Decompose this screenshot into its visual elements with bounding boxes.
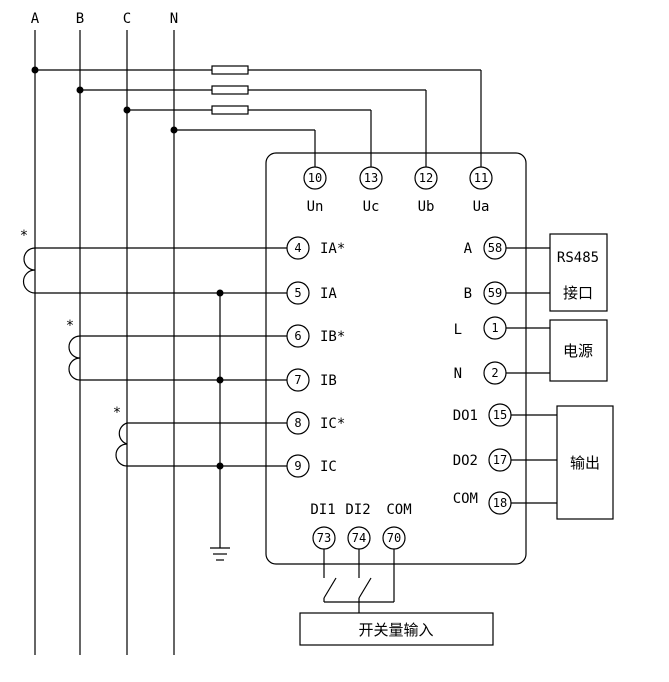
external-connections: RS485 接口 电源 输出: [506, 233, 614, 520]
terminal-number: 1: [491, 321, 498, 335]
switch-input-label: 开关量输入: [358, 621, 433, 639]
ct-a-coil: [22, 247, 36, 294]
phase-bus: A B C N: [31, 11, 178, 655]
terminal-label: Uc: [363, 199, 380, 215]
terminal-5: [286, 281, 310, 305]
terminal-label: A: [464, 241, 473, 257]
ct-b-marker: *: [66, 318, 74, 334]
terminal-label: IC*: [320, 416, 345, 432]
power-label: 电源: [563, 342, 593, 360]
digital-inputs: DI1 DI2 COM 73 74 70 开关量输入: [299, 502, 494, 646]
terminal-4: [286, 236, 310, 260]
terminal-number: 4: [294, 241, 301, 255]
terminal-number: 58: [488, 241, 502, 255]
terminal-number: 74: [352, 531, 366, 545]
rs485-interface-label: 接口: [563, 284, 593, 302]
terminal-number: 8: [294, 416, 301, 430]
terminal-number: 18: [493, 496, 507, 510]
terminal-8: [286, 411, 310, 435]
terminal-13: [359, 166, 383, 190]
terminal-number: 11: [474, 171, 488, 185]
terminal-number: 15: [493, 408, 507, 422]
terminal-7: [286, 368, 310, 392]
terminal-number: 5: [294, 286, 301, 300]
terminal-number: 12: [419, 171, 433, 185]
switch-input-box: [299, 612, 494, 646]
terminal-number: 2: [491, 366, 498, 380]
terminal-label: IA: [320, 286, 337, 302]
terminal-label: Ub: [418, 199, 435, 215]
ct-a-marker: *: [20, 228, 28, 244]
power-box: [549, 319, 608, 382]
terminal-label: Ua: [473, 199, 490, 215]
terminal-9: [286, 454, 310, 478]
current-transformers: * * *: [20, 228, 287, 561]
current-terminals: 4 IA* 5 IA 6 IB* 7 IB 8 IC* 9 IC: [286, 236, 345, 478]
terminal-label: IC: [320, 459, 337, 475]
fuse-c: [211, 105, 249, 115]
phase-label-b: B: [76, 11, 84, 27]
terminal-label: IB*: [320, 329, 345, 345]
di-label: COM: [386, 502, 411, 518]
switch-di1: [323, 577, 337, 599]
terminal-number: 73: [317, 531, 331, 545]
terminal-number: 59: [488, 286, 502, 300]
terminal-12: [414, 166, 438, 190]
terminal-label: Un: [307, 199, 324, 215]
terminal-label: IB: [320, 373, 337, 389]
switch-di2: [358, 577, 372, 599]
terminal-number: 70: [387, 531, 401, 545]
right-terminals: A 58 B 59 L 1 N 2 DO1 15 DO2 17 COM 18: [453, 236, 512, 515]
terminal-label: DO2: [453, 453, 478, 469]
terminal-number: 7: [294, 373, 301, 387]
di-label: DI1: [310, 502, 335, 518]
terminal-number: 9: [294, 459, 301, 473]
phase-label-c: C: [123, 11, 131, 27]
phase-label-n: N: [170, 11, 178, 27]
terminal-label: DO1: [453, 408, 478, 424]
terminal-label: IA*: [320, 241, 345, 257]
di-label: DI2: [345, 502, 370, 518]
terminal-label: L: [454, 322, 462, 338]
fuse-b: [211, 85, 249, 95]
terminal-number: 17: [493, 453, 507, 467]
rs485-label: RS485: [557, 250, 599, 266]
fuse-a: [211, 65, 249, 75]
terminal-label: N: [454, 366, 462, 382]
ct-c-marker: *: [113, 405, 121, 421]
ct-c-coil: [115, 422, 128, 467]
terminal-number: 6: [294, 329, 301, 343]
rs485-box: [549, 233, 608, 312]
terminal-number: 13: [364, 171, 378, 185]
voltage-terminals: 10 Un 13 Uc 12 Ub 11 Ua: [303, 166, 493, 215]
terminal-number: 10: [308, 171, 322, 185]
phase-label-a: A: [31, 11, 40, 27]
terminal-label: B: [464, 286, 472, 302]
output-label: 输出: [570, 454, 600, 472]
voltage-wiring: [31, 65, 482, 167]
ct-b-coil: [68, 335, 81, 381]
output-box: [556, 405, 614, 520]
meter-body: [265, 152, 527, 565]
ground-icon: [210, 547, 230, 561]
terminal-11: [469, 166, 493, 190]
terminal-10: [303, 166, 327, 190]
terminal-label: COM: [453, 491, 478, 507]
terminal-6: [286, 324, 310, 348]
